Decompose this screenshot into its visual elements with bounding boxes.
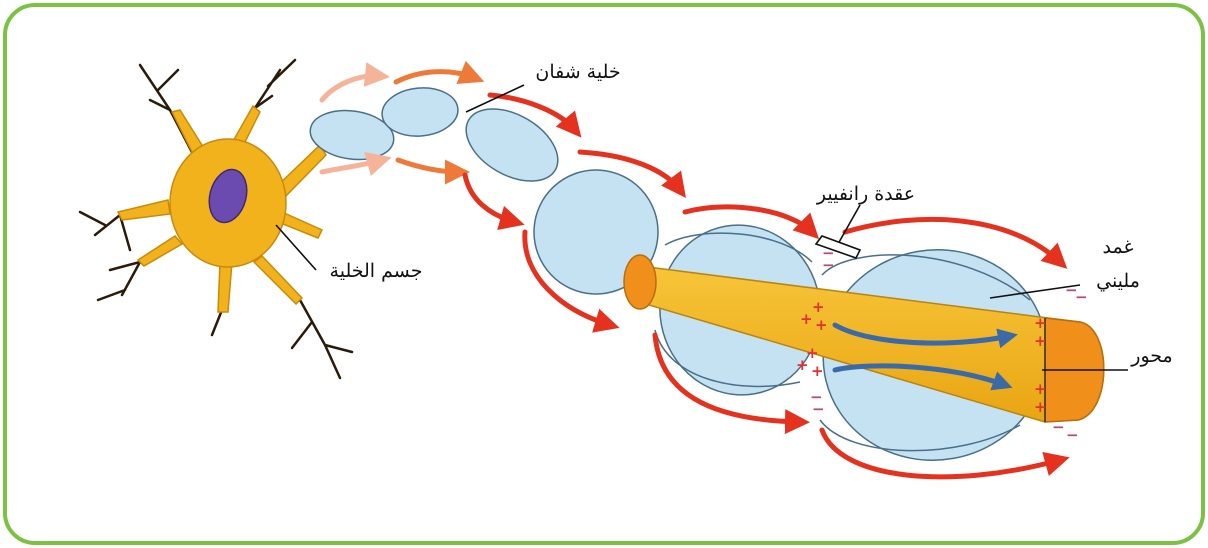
- svg-text:−: −: [1075, 288, 1088, 306]
- neuron-cell-body: [80, 60, 352, 378]
- svg-text:−: −: [822, 256, 835, 274]
- svg-text:+: +: [811, 362, 824, 380]
- svg-text:−: −: [1052, 418, 1065, 436]
- svg-text:−: −: [1066, 426, 1079, 444]
- svg-text:+: +: [796, 356, 809, 374]
- svg-text:+: +: [1034, 380, 1047, 398]
- svg-text:−: −: [812, 400, 825, 418]
- label-myelin-sheath-line2: مليني: [1096, 270, 1140, 292]
- label-axon: محور: [1130, 345, 1172, 367]
- svg-text:+: +: [815, 316, 828, 334]
- axon-cut-start: [624, 255, 656, 309]
- svg-text:+: +: [800, 310, 813, 328]
- label-cell-body: جسم الخلية: [330, 260, 423, 282]
- label-node-of-ranvier: عقدة رانفيير: [816, 183, 915, 205]
- label-schwann-cell: خلية شفان: [535, 61, 620, 83]
- svg-text:+: +: [812, 298, 825, 316]
- svg-text:+: +: [1034, 398, 1047, 416]
- svg-text:+: +: [1034, 314, 1047, 332]
- label-myelin-sheath-line1: غمد: [1103, 236, 1134, 258]
- svg-text:+: +: [1034, 332, 1047, 350]
